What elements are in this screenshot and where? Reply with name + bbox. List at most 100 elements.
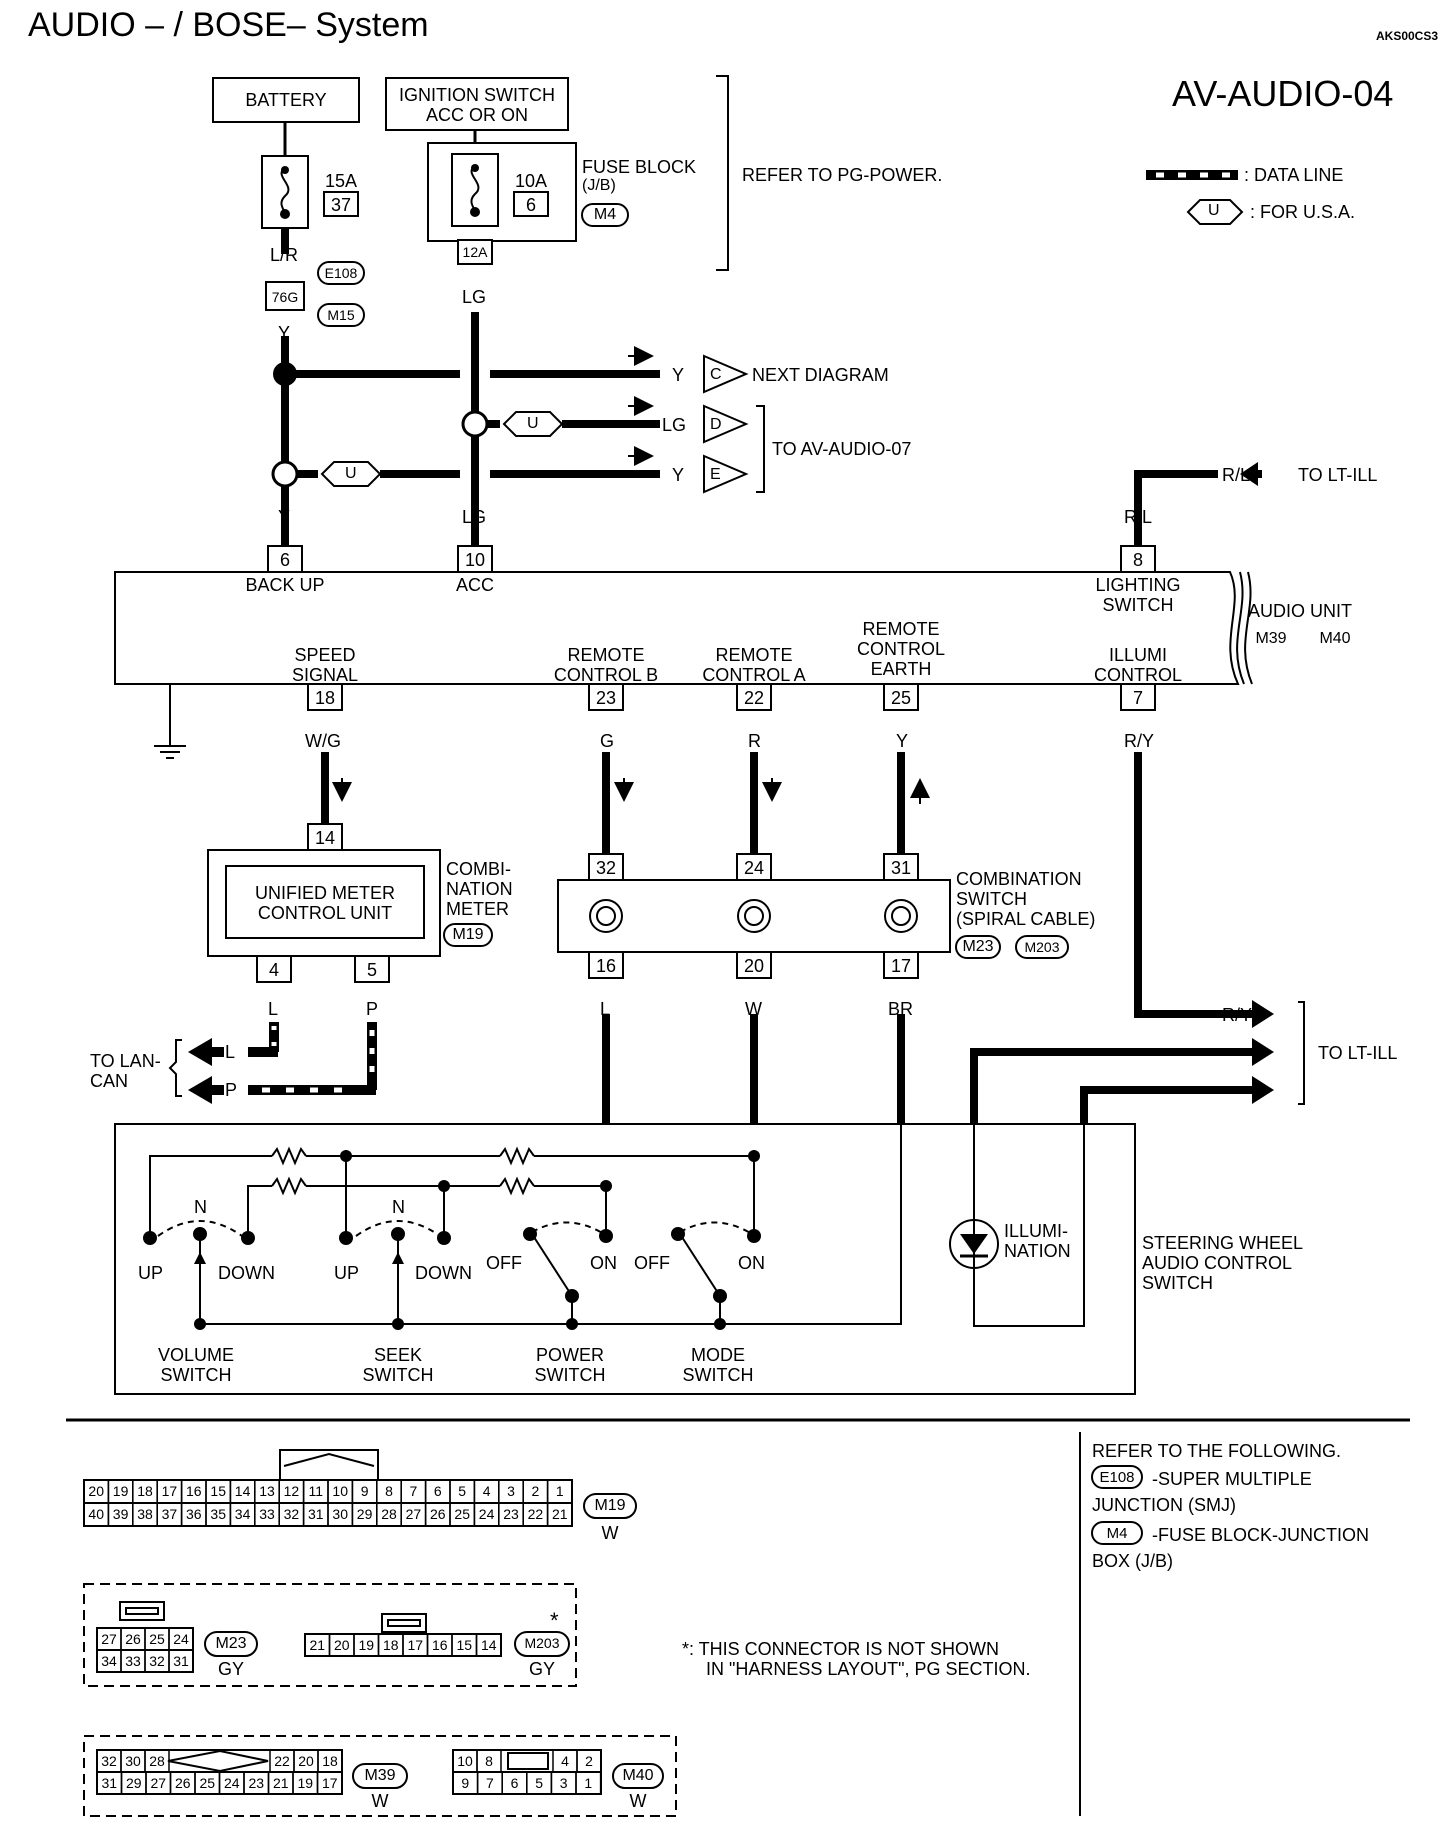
face-m19-id: M19	[594, 1497, 626, 1514]
combo-pin-32: 32	[595, 858, 617, 878]
meter-connector: M19	[452, 926, 484, 943]
m19-cavity-number: 24	[478, 1506, 495, 1522]
power-switch-line2: SWITCH	[534, 1365, 606, 1385]
wire-lg-d: LG	[662, 415, 687, 435]
connector-c: C	[710, 366, 722, 383]
m39-cavity-cell	[316, 1771, 343, 1795]
combo-name-line3: (SPIRAL CABLE)	[956, 909, 1096, 929]
m203-cavity-number: 21	[309, 1637, 326, 1653]
wire-l-1: L	[268, 999, 279, 1019]
m19-cavity-number: 29	[356, 1506, 373, 1522]
legend-data-line: : DATA LINE	[1244, 165, 1344, 185]
mode-on: ON	[738, 1253, 765, 1273]
wire-y-e: Y	[672, 465, 685, 485]
fuse1-number: 37	[330, 195, 352, 215]
m203-cavity-number: 18	[382, 1637, 399, 1653]
m40-cavity-cell	[575, 1771, 602, 1795]
m19-cavity-number: 17	[161, 1483, 178, 1499]
diagram-id: AV-AUDIO-04	[1172, 73, 1394, 114]
label-remote-earth2: CONTROL	[856, 639, 945, 659]
m19-cavity-number: 33	[259, 1506, 275, 1522]
m40-cavity-number: 1	[584, 1775, 593, 1791]
m40-cavity-number: 3	[559, 1775, 568, 1791]
m19-cavity-number: 35	[210, 1506, 226, 1522]
seek-up: UP	[334, 1263, 360, 1283]
refer-m4-conn: M4	[1106, 1525, 1128, 1542]
wire-lg-1: LG	[462, 287, 487, 307]
m203-cavity-number: 17	[407, 1637, 424, 1653]
m19-cavity-number: 30	[332, 1506, 348, 1522]
m19-cavity-number: 38	[137, 1506, 153, 1522]
wire-ry-2: R/Y	[1222, 1005, 1253, 1025]
m23-cavity-number: 32	[149, 1653, 165, 1669]
face-m203-color: GY	[528, 1659, 555, 1679]
m203-cavity-number: 15	[456, 1637, 473, 1653]
wire-p-1: P	[366, 999, 379, 1019]
combo-pin-20: 20	[743, 956, 765, 976]
power-switch-line1: POWER	[535, 1345, 604, 1365]
meter-pin-14: 14	[314, 828, 336, 848]
face-m39-color: W	[371, 1791, 389, 1811]
wire-y-2: Y	[278, 507, 291, 527]
m19-cavity-number: 19	[112, 1483, 129, 1499]
mode-off: OFF	[634, 1253, 670, 1273]
m39-cavity-number: 20	[298, 1753, 314, 1769]
illumination-line1: ILLUMI-	[1004, 1221, 1069, 1241]
volume-switch-line1: VOLUME	[157, 1345, 235, 1365]
m19-cavity-number: 7	[409, 1483, 418, 1499]
pin-6: 6	[279, 550, 290, 570]
combo-conn-m203: M203	[1024, 939, 1060, 955]
power-off: OFF	[486, 1253, 522, 1273]
refer-pg-power: REFER TO PG-POWER.	[742, 165, 943, 185]
m19-cavity-number: 10	[332, 1483, 348, 1499]
m40-cavity-number: 4	[561, 1753, 569, 1769]
m19-cavity-cell	[546, 1502, 573, 1527]
wire-l-3: L	[600, 999, 611, 1019]
wire-g: G	[600, 731, 615, 751]
label-speed: SPEED	[294, 645, 356, 665]
meter-pin-5: 5	[366, 960, 377, 980]
face-m23-id: M23	[215, 1635, 247, 1652]
label-control: CONTROL	[1093, 665, 1182, 685]
footnote-line1: *: THIS CONNECTOR IS NOT SHOWN	[682, 1639, 1000, 1659]
m19-cavity-number: 9	[360, 1483, 369, 1499]
m19-cavity-number: 20	[88, 1483, 104, 1499]
label-remote-b2: CONTROL B	[553, 665, 659, 685]
wire-rl-1: R/L	[1124, 507, 1153, 527]
to-lan-line1: TO LAN-	[90, 1051, 161, 1071]
ignition-line1: IGNITION SWITCH	[399, 85, 555, 105]
seek-switch-line2: SWITCH	[362, 1365, 434, 1385]
face-m23-color: GY	[217, 1659, 244, 1679]
m19-cavity-number: 8	[385, 1483, 393, 1499]
m19-cavity-number: 21	[552, 1506, 568, 1522]
combo-name-line2: SWITCH	[956, 889, 1027, 909]
label-remote-a2: CONTROL A	[702, 665, 806, 685]
connector-e: E	[710, 466, 721, 483]
m39-cavity-number: 30	[125, 1753, 141, 1769]
fuse-block-line1: FUSE BLOCK	[582, 157, 697, 177]
mode-switch-line2: SWITCH	[682, 1365, 754, 1385]
m23-cavity-number: 34	[101, 1653, 117, 1669]
audio-conn-m40: M40	[1319, 630, 1351, 647]
page-title: AUDIO – / BOSE– System	[28, 6, 429, 44]
combo-pin-17: 17	[890, 956, 912, 976]
combo-conn-m23: M23	[962, 938, 994, 955]
fuse2-number: 6	[525, 195, 536, 215]
m19-cavity-number: 16	[186, 1483, 202, 1499]
m40-cavity-number: 9	[461, 1775, 470, 1791]
m39-cavity-number: 29	[125, 1775, 142, 1791]
combo-pin-31: 31	[890, 858, 912, 878]
m19-cavity-number: 40	[88, 1506, 104, 1522]
volume-down: DOWN	[218, 1263, 275, 1283]
m19-cavity-number: 11	[308, 1483, 324, 1499]
wire-y-3: Y	[896, 731, 909, 751]
m19-cavity-number: 14	[234, 1483, 251, 1499]
m23-cavity-number: 24	[173, 1631, 189, 1647]
wire-wg: W/G	[305, 731, 341, 751]
label-remote-b1: REMOTE	[567, 645, 645, 665]
combo-name-line1: COMBINATION	[956, 869, 1082, 889]
m19-cavity-number: 25	[454, 1506, 470, 1522]
usa-marker-d: U	[527, 415, 539, 432]
fuse-block-connector: M4	[593, 206, 617, 223]
refer-e108-line2: JUNCTION (SMJ)	[1092, 1495, 1236, 1515]
